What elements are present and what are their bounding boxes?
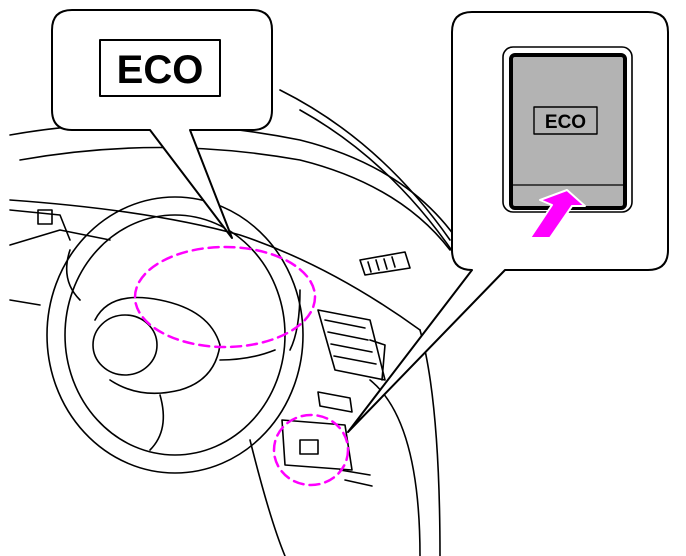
steering-wheel — [46, 196, 304, 474]
press-arrow-icon — [529, 189, 586, 239]
instrument-cluster-highlight — [133, 245, 317, 349]
eco-switch-highlight — [272, 413, 350, 487]
eco-indicator-label: ECO — [117, 48, 204, 92]
eco-switch-label: ECO — [545, 112, 586, 133]
dashboard-drawing — [9, 89, 471, 556]
eco-indicator-box — [99, 39, 221, 97]
